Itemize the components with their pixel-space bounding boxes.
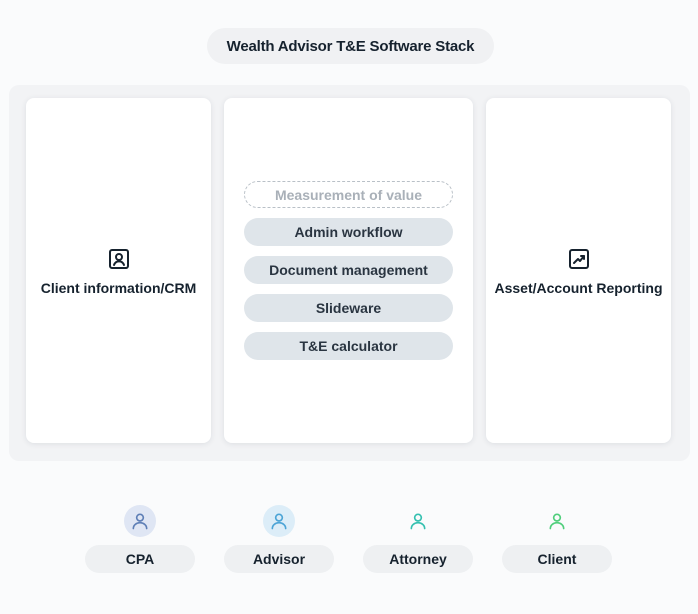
tools-card: Measurement of value Admin workflow Docu… bbox=[224, 98, 473, 443]
person-client: Client bbox=[502, 505, 612, 573]
client-crm-label: Client information/CRM bbox=[40, 280, 197, 296]
contact-card-icon bbox=[108, 249, 129, 269]
person-label-advisor: Advisor bbox=[224, 545, 334, 573]
tool-list: Measurement of value Admin workflow Docu… bbox=[244, 181, 453, 370]
person-icon bbox=[541, 505, 573, 537]
person-attorney: Attorney bbox=[363, 505, 473, 573]
trend-chart-icon bbox=[568, 249, 589, 269]
person-label-cpa: CPA bbox=[85, 545, 195, 573]
client-crm-card: Client information/CRM bbox=[26, 98, 211, 443]
tool-pill-document-management: Document management bbox=[244, 256, 453, 284]
asset-reporting-label: Asset/Account Reporting bbox=[494, 280, 663, 296]
tool-pill-admin-workflow: Admin workflow bbox=[244, 218, 453, 246]
tool-pill-te-calculator: T&E calculator bbox=[244, 332, 453, 360]
tool-pill-measurement-of-value: Measurement of value bbox=[244, 181, 453, 208]
person-icon bbox=[124, 505, 156, 537]
people-row: CPA Advisor Attorney Client bbox=[0, 505, 698, 577]
asset-reporting-card: Asset/Account Reporting bbox=[486, 98, 671, 443]
tool-pill-slideware: Slideware bbox=[244, 294, 453, 322]
person-advisor: Advisor bbox=[224, 505, 334, 573]
person-icon bbox=[402, 505, 434, 537]
person-icon bbox=[263, 505, 295, 537]
person-label-client: Client bbox=[502, 545, 612, 573]
stack-title: Wealth Advisor T&E Software Stack bbox=[207, 28, 494, 64]
person-cpa: CPA bbox=[85, 505, 195, 573]
person-label-attorney: Attorney bbox=[363, 545, 473, 573]
